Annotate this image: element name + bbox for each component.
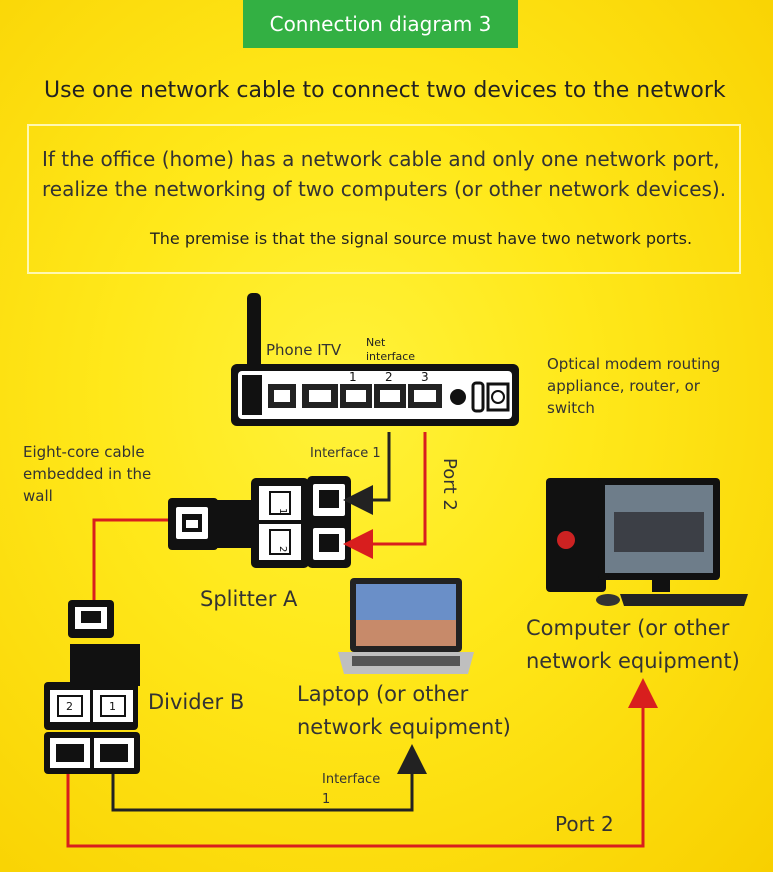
divider-b-device xyxy=(44,600,140,774)
interface1-bottom-label: Interface 1 xyxy=(322,772,381,807)
description: If the office (home) has a network cable… xyxy=(42,144,742,204)
description-line-1: If the office (home) has a network cable… xyxy=(42,147,720,171)
router-antenna xyxy=(247,293,261,383)
router-port-2-label: 2 xyxy=(385,370,393,384)
divider-port-1-label: 1 xyxy=(109,700,116,713)
interface1-top-label: Interface 1 xyxy=(310,446,381,461)
splitter-a-device xyxy=(168,476,351,568)
diagram-title-banner: Connection diagram 3 xyxy=(243,0,518,48)
router-port-3-label: 3 xyxy=(421,370,429,384)
cable-wall-to-splitter xyxy=(92,518,168,600)
port2-top-label: Port 2 xyxy=(439,458,460,511)
splitter-a-label: Splitter A xyxy=(200,587,298,611)
port2-bottom-label: Port 2 xyxy=(555,812,614,836)
cable-router-port2-to-splitter xyxy=(343,432,427,559)
premise-text: The premise is that the signal source mu… xyxy=(150,229,693,248)
headline: Use one network cable to connect two dev… xyxy=(44,78,726,103)
cable-divider-to-computer xyxy=(66,678,658,848)
computer-image xyxy=(546,478,748,606)
net-interface-label: Net interface xyxy=(366,336,416,363)
computer-label: Computer (or other network equipment) xyxy=(526,616,740,673)
router-device-label: Optical modem routing appliance, router,… xyxy=(547,355,721,417)
router-device xyxy=(231,293,519,426)
splitter-port-1-label: 1 xyxy=(277,508,288,514)
diagram-title: Connection diagram 3 xyxy=(269,12,492,36)
laptop-image xyxy=(338,578,474,674)
info-box xyxy=(27,124,741,274)
laptop-label: Laptop (or other network equipment) xyxy=(297,682,511,739)
router-port-1-label: 1 xyxy=(349,370,357,384)
cable-divider-to-laptop xyxy=(111,744,427,812)
cable-router-port1-to-splitter xyxy=(343,432,391,515)
divider-port-2-label: 2 xyxy=(66,700,73,713)
splitter-port-2-label: 2 xyxy=(277,546,288,552)
phone-itv-label: Phone ITV xyxy=(266,341,342,359)
divider-b-label: Divider B xyxy=(148,690,245,714)
description-line-2: realize the networking of two computers … xyxy=(42,177,727,201)
wall-cable-label: Eight-core cable embedded in the wall xyxy=(23,443,152,505)
